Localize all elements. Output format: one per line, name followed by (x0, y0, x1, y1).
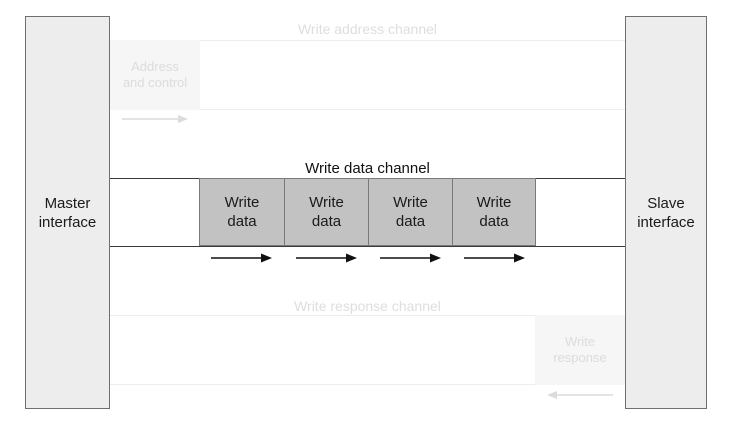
data-arrow-right-icon-1 (211, 253, 272, 263)
write-data-channel-title: Write data channel (305, 160, 430, 177)
write-data-box-2: Write data (284, 178, 369, 246)
write-data-box-3: Write data (368, 178, 453, 246)
data-arrow-right-icon-2 (296, 253, 357, 263)
write-data-label-3: Write data (393, 194, 428, 230)
write-data-label-2: Write data (309, 194, 344, 230)
address-and-control-label: Address and control (122, 59, 188, 90)
master-interface-box: Master interface (25, 16, 110, 409)
write-response-channel-band (110, 315, 625, 385)
write-address-channel-title: Write address channel (297, 21, 438, 37)
write-address-channel-band (110, 40, 625, 110)
data-arrow-right-icon-3 (380, 253, 441, 263)
slave-interface-label: Slave interface (637, 194, 695, 231)
address-arrow-right-icon (122, 115, 188, 123)
address-and-control-box: Address and control (110, 40, 200, 110)
write-response-channel-title: Write response channel (294, 298, 441, 314)
write-data-box-1: Write data (199, 178, 285, 246)
write-data-label-1: Write data (224, 194, 260, 230)
response-arrow-left-icon (547, 391, 613, 399)
write-response-box: Write response (535, 315, 625, 385)
master-interface-label: Master interface (38, 194, 97, 231)
data-arrow-right-icon-4 (464, 253, 525, 263)
slave-interface-box: Slave interface (625, 16, 707, 409)
write-data-label-4: Write data (476, 194, 512, 230)
write-response-label: Write response (553, 334, 607, 365)
write-data-box-4: Write data (452, 178, 536, 246)
